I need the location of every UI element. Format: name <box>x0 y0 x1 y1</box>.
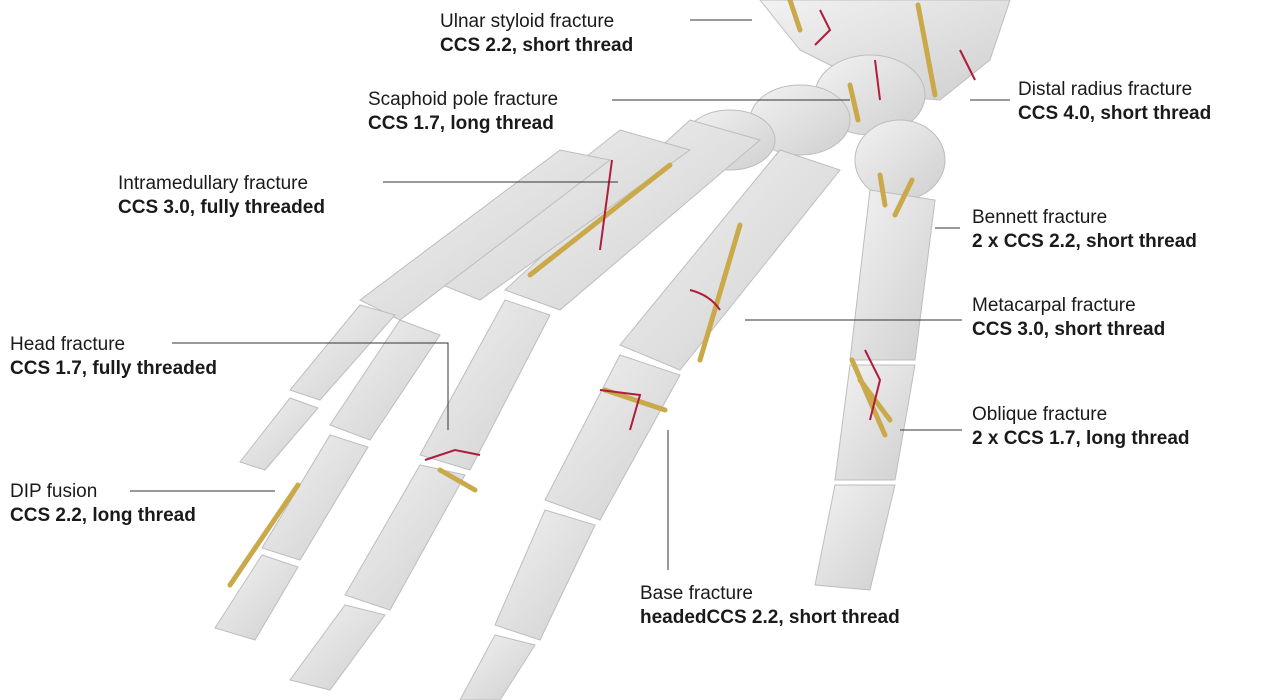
label-name: Oblique fracture <box>972 403 1190 427</box>
label-spec: CCS 3.0, fully threaded <box>118 196 325 220</box>
label-name: Metacarpal fracture <box>972 294 1165 318</box>
label-spec: CCS 1.7, fully threaded <box>10 357 217 381</box>
label-dip-fusion: DIP fusion CCS 2.2, long thread <box>10 480 196 528</box>
label-ulnar-styloid-fracture: Ulnar styloid fracture CCS 2.2, short th… <box>440 10 633 58</box>
label-name: Intramedullary fracture <box>118 172 325 196</box>
label-spec: CCS 1.7, long thread <box>368 112 558 136</box>
label-bennett-fracture: Bennett fracture 2 x CCS 2.2, short thre… <box>972 206 1197 254</box>
label-spec: 2 x CCS 2.2, short thread <box>972 230 1197 254</box>
phalanx-bones <box>215 300 915 700</box>
label-name: Base fracture <box>640 582 900 606</box>
label-oblique-fracture: Oblique fracture 2 x CCS 1.7, long threa… <box>972 403 1190 451</box>
label-head-fracture: Head fracture CCS 1.7, fully threaded <box>10 333 217 381</box>
label-name: Ulnar styloid fracture <box>440 10 633 34</box>
label-spec: CCS 2.2, long thread <box>10 504 196 528</box>
label-name: Bennett fracture <box>972 206 1197 230</box>
label-name: DIP fusion <box>10 480 196 504</box>
metacarpal-bones <box>360 120 935 370</box>
label-scaphoid-pole-fracture: Scaphoid pole fracture CCS 1.7, long thr… <box>368 88 558 136</box>
label-spec: CCS 2.2, short thread <box>440 34 633 58</box>
label-spec: CCS 3.0, short thread <box>972 318 1165 342</box>
label-spec: headedCCS 2.2, short thread <box>640 606 900 630</box>
label-metacarpal-fracture: Metacarpal fracture CCS 3.0, short threa… <box>972 294 1165 342</box>
label-spec: 2 x CCS 1.7, long thread <box>972 427 1190 451</box>
label-name: Scaphoid pole fracture <box>368 88 558 112</box>
label-intramedullary-fracture: Intramedullary fracture CCS 3.0, fully t… <box>118 172 325 220</box>
label-base-fracture: Base fracture headedCCS 2.2, short threa… <box>640 582 900 630</box>
label-distal-radius-fracture: Distal radius fracture CCS 4.0, short th… <box>1018 78 1211 126</box>
label-name: Head fracture <box>10 333 217 357</box>
label-spec: CCS 4.0, short thread <box>1018 102 1211 126</box>
label-name: Distal radius fracture <box>1018 78 1211 102</box>
